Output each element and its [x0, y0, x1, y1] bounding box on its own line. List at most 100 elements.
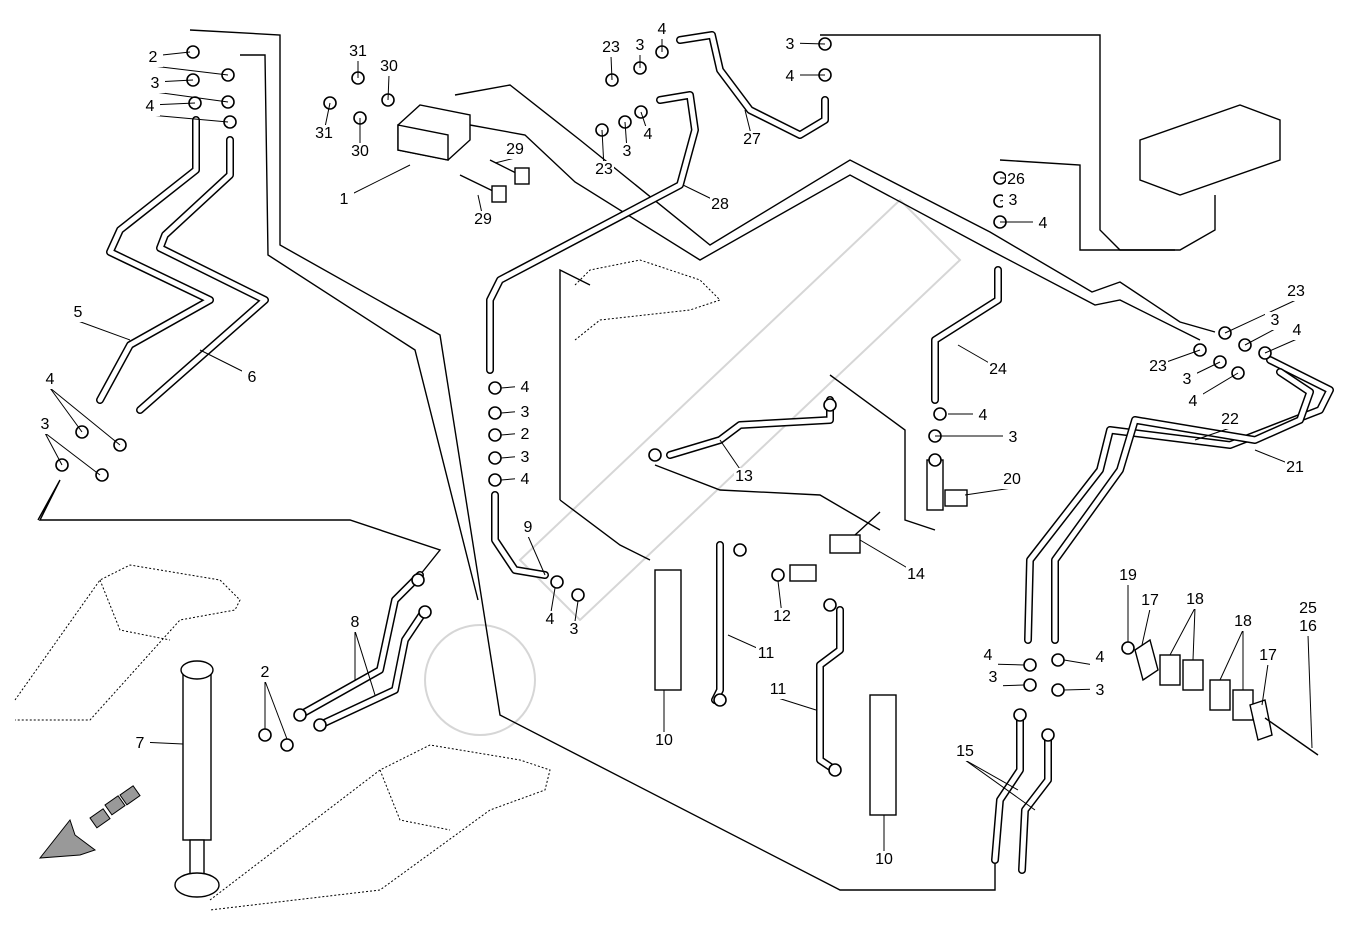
callout-number: 27 [743, 131, 761, 148]
leader-line [1194, 427, 1231, 441]
callout-number: 16 [1299, 618, 1317, 635]
callout-number: 3 [1009, 429, 1018, 446]
fitting-nut [488, 451, 502, 465]
callout-number: 4 [1189, 393, 1198, 410]
cylinder-10-left [654, 569, 682, 691]
hydraulic-pipe [931, 266, 1002, 404]
callout-number: 26 [1007, 171, 1025, 188]
leader-line [610, 55, 613, 81]
callout-number: 3 [989, 669, 998, 686]
hydraulic-pipe [136, 136, 269, 414]
hydraulic-pipe [491, 491, 549, 579]
callout-number: 11 [770, 681, 787, 698]
callout-number: 2 [149, 49, 158, 66]
frame-outline [209, 744, 551, 911]
circuit-line [469, 124, 1201, 341]
callout-number: 3 [151, 75, 160, 92]
circuit-line [559, 268, 591, 500]
fitting-nut [293, 708, 307, 722]
callout-number: 31 [315, 125, 333, 142]
leader-line [1219, 629, 1244, 681]
callout-number: 13 [735, 468, 753, 485]
callout-number: 4 [1039, 215, 1048, 232]
leader-line [154, 91, 229, 103]
frame-outline-dashed [14, 259, 721, 911]
leader-line [1224, 299, 1297, 334]
clamp-17 [1249, 699, 1273, 741]
circuit-line [559, 499, 651, 561]
hydraulic-pipes [96, 31, 1334, 874]
callout-number: 1 [340, 191, 349, 208]
fitting-nut [1051, 683, 1065, 697]
callout-number: 3 [1096, 682, 1105, 699]
leader-line [49, 387, 83, 433]
leader-line [149, 114, 229, 123]
bolt-25 [1264, 717, 1319, 756]
fitting-nut [550, 575, 564, 589]
callout-number: 4 [786, 68, 795, 85]
leader-line [44, 432, 101, 476]
fitting-nut [1121, 641, 1135, 655]
fitting-nut [933, 407, 947, 421]
leader-line [354, 630, 376, 696]
callout-number: 10 [655, 732, 673, 749]
callout-number: 30 [351, 143, 369, 160]
leader-line [152, 65, 229, 76]
callout-number: 18 [1186, 591, 1204, 608]
fitting-nut [280, 738, 294, 752]
callout-number: 4 [46, 371, 55, 388]
callout-number: 23 [1149, 358, 1167, 375]
leader-line [964, 487, 1013, 496]
callout-number: 3 [1271, 312, 1280, 329]
valve-20-knob [944, 489, 968, 507]
fitting-nut [258, 728, 272, 742]
callout-number: 21 [1286, 459, 1304, 476]
callout-number: 8 [351, 614, 360, 631]
callout-number: 4 [146, 98, 155, 115]
callout-number: 30 [380, 58, 398, 75]
fitting-nut [418, 605, 432, 619]
leader-line [527, 535, 546, 576]
fitting-nut [828, 763, 842, 777]
tap-14-lever [854, 511, 881, 536]
fitting-nut [648, 448, 662, 462]
leader-line [777, 697, 817, 711]
fitting-nut [733, 543, 747, 557]
callout-number: 7 [136, 735, 145, 752]
fitting-nut [823, 598, 837, 612]
circuit-line [454, 84, 1216, 333]
leader-line [1244, 328, 1276, 346]
callout-number: 3 [1183, 371, 1192, 388]
callout-number: 28 [711, 196, 729, 213]
watermark-logo [424, 198, 962, 736]
hydraulic-pipe [666, 396, 834, 459]
frame-outline [574, 259, 721, 341]
fitting-nut [488, 473, 502, 487]
callout-number: 24 [989, 361, 1007, 378]
callout-number: 18 [1234, 613, 1252, 630]
circuit-line [189, 29, 996, 891]
direction-arrow-icon [104, 795, 126, 816]
callout-number: 29 [474, 211, 492, 228]
callout-number: 23 [1287, 283, 1305, 300]
leader-line [1261, 663, 1269, 706]
fitting-nut [1023, 678, 1037, 692]
leader-line [1192, 607, 1196, 661]
cylinder-7 [182, 669, 212, 841]
fitting-nut [1051, 653, 1065, 667]
callout-number: 23 [595, 161, 613, 178]
callout-number: 2 [261, 664, 270, 681]
bolt [459, 174, 496, 193]
bolt-head [491, 185, 507, 203]
circuit-outline-lines [37, 29, 1216, 891]
callout-number: 5 [74, 304, 83, 321]
callout-number: 4 [984, 647, 993, 664]
circuit-line [654, 464, 881, 531]
cylinder-10-right [869, 694, 897, 816]
callout-number: 20 [1003, 471, 1021, 488]
hydraulic-pipe [991, 711, 1024, 864]
callout-number: 4 [521, 471, 530, 488]
callout-number: 3 [521, 404, 530, 421]
bolt-head [514, 167, 530, 185]
valve-20 [926, 459, 944, 511]
